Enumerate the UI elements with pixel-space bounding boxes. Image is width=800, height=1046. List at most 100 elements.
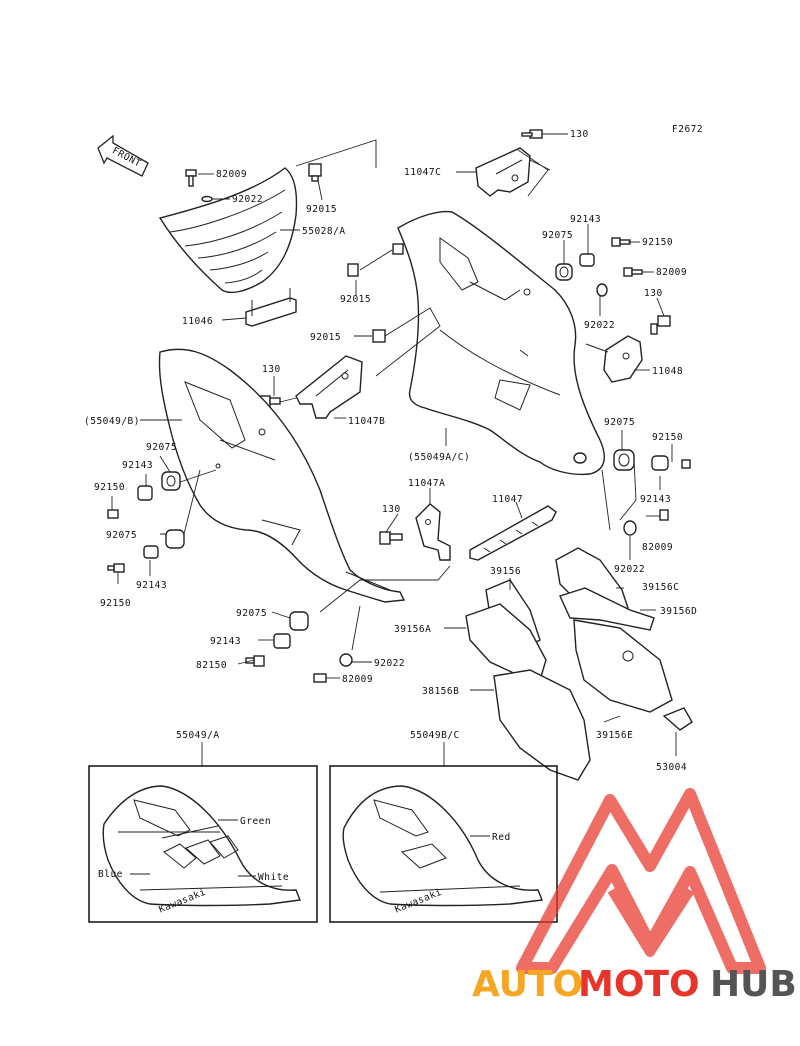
callout-82009-b: 82009: [342, 674, 373, 685]
collar-92143-r1: [579, 253, 595, 267]
pad-39156D: [559, 587, 655, 631]
callout-82009-top: 82009: [216, 169, 247, 180]
callout-labels: 130 11047C 82009 92022 92015 55028/A 110…: [84, 129, 697, 773]
bracket-11047: [469, 505, 557, 561]
inset-right-frame: [329, 765, 558, 923]
callout-55049AC: (55049A/C): [408, 452, 470, 463]
screw-92150-l1: [107, 509, 119, 519]
inset-left-color-green: Green: [240, 816, 271, 827]
pad-39156C: [555, 547, 629, 617]
inset-left-color-blue: Blue: [98, 869, 123, 880]
bracket-11047A: [415, 503, 451, 561]
callout-11047A: 11047A: [408, 478, 445, 489]
callout-92075-l1: 92075: [146, 442, 177, 453]
bolt-130-top: [521, 129, 543, 139]
inset-right-color-red: Red: [492, 832, 511, 843]
callout-130-l: 130: [262, 364, 281, 375]
callout-92150-r2: 92150: [652, 432, 683, 443]
washer-92022-b: [339, 653, 353, 667]
collar-92143-l1: [137, 485, 153, 501]
washer-92022-top: [201, 195, 213, 203]
callout-39156: 39156: [490, 566, 521, 577]
callout-82150-b: 82150: [196, 660, 227, 671]
pad-53004: [662, 707, 693, 731]
grommet-92075-l2: [165, 529, 185, 549]
callout-82009-r2: 82009: [642, 542, 673, 553]
collar-92143-b: [273, 633, 291, 649]
callout-39156D: 39156D: [660, 606, 697, 617]
inset-left-part: 55049/A: [176, 730, 220, 741]
watermark-hub: HUB: [710, 964, 797, 1005]
callout-53004: 53004: [656, 762, 687, 773]
callout-82009-r1: 82009: [656, 267, 687, 278]
pad-39156E: [573, 619, 673, 713]
bracket-11048: [585, 335, 643, 383]
callout-92022-r2: 92022: [614, 564, 645, 575]
callout-130-top: 130: [570, 129, 589, 140]
callout-92143-r1: 92143: [570, 214, 601, 225]
watermark-text: AUTO MOTO HUB: [472, 964, 797, 1005]
screw-82150-b: [245, 655, 265, 667]
grommet-92075-r2: [613, 449, 635, 471]
left-fairing: [158, 348, 406, 603]
screw-92150-r1: [611, 237, 631, 247]
collar-92143-r2: [651, 455, 669, 471]
callout-130-r: 130: [644, 288, 663, 299]
collar-92143-l2: [143, 545, 159, 559]
pad-39156A: [465, 603, 547, 681]
screw-82009-r1: [623, 267, 643, 277]
callout-92075-b: 92075: [236, 608, 267, 619]
callout-11046: 11046: [182, 316, 213, 327]
bolt-130-r: [650, 315, 671, 335]
pad-38156B: [493, 669, 591, 781]
bolt-82009-top: [185, 169, 197, 187]
callout-92150-r1: 92150: [642, 237, 673, 248]
clip-92015-d: [392, 243, 404, 255]
screw-82009-b: [313, 673, 327, 683]
bolt-130-m: [379, 531, 403, 545]
front-arrow: FRONT: [97, 134, 149, 177]
callout-92075-r1: 92075: [542, 230, 573, 241]
inset-left-frame: [88, 765, 318, 923]
callout-92143-l2: 92143: [136, 580, 167, 591]
inset-right-fairing: [342, 785, 543, 907]
lower-cowl-55028: [158, 167, 298, 294]
callout-92015-b: 92015: [340, 294, 371, 305]
callout-92143-b: 92143: [210, 636, 241, 647]
leader-lines: [111, 133, 677, 766]
grommet-92075-l1: [161, 471, 181, 491]
callout-38156B: 38156B: [422, 686, 459, 697]
callout-11048: 11048: [652, 366, 683, 377]
grommet-92075-r1: [555, 263, 573, 281]
callout-92015-c: 92015: [310, 332, 341, 343]
callout-92015-a: 92015: [306, 204, 337, 215]
callout-92022-b: 92022: [374, 658, 405, 669]
callout-92022-r1: 92022: [584, 320, 615, 331]
screw-92150-l2: [107, 563, 125, 573]
callout-130-m: 130: [382, 504, 401, 515]
callout-92143-r2: 92143: [640, 494, 671, 505]
inset-left-color-white: White: [258, 872, 289, 883]
screw-92150-r2: [681, 459, 691, 469]
callout-92150-l2: 92150: [100, 598, 131, 609]
clip-92015-c: [372, 329, 386, 343]
callout-92075-r2: 92075: [604, 417, 635, 428]
clip-92015-a: [308, 163, 322, 182]
watermark-auto: AUTO: [472, 964, 583, 1005]
bracket-11047B: [295, 355, 363, 419]
watermark-moto: MOTO: [578, 964, 700, 1005]
callout-39156A: 39156A: [394, 624, 431, 635]
callout-92143-l1: 92143: [122, 460, 153, 471]
callout-11047: 11047: [492, 494, 523, 505]
grommet-92075-b: [289, 611, 309, 631]
clip-92015-b: [347, 263, 359, 277]
inset-right-part: 55049B/C: [410, 730, 460, 741]
callout-39156C: 39156C: [642, 582, 679, 593]
callout-92075-l2: 92075: [106, 530, 137, 541]
callout-39156E: 39156E: [596, 730, 633, 741]
screw-82009-r2: [659, 509, 669, 521]
callout-55049B: (55049/B): [84, 416, 140, 427]
callout-92022-top: 92022: [232, 194, 263, 205]
washer-92022-r2: [623, 520, 637, 536]
